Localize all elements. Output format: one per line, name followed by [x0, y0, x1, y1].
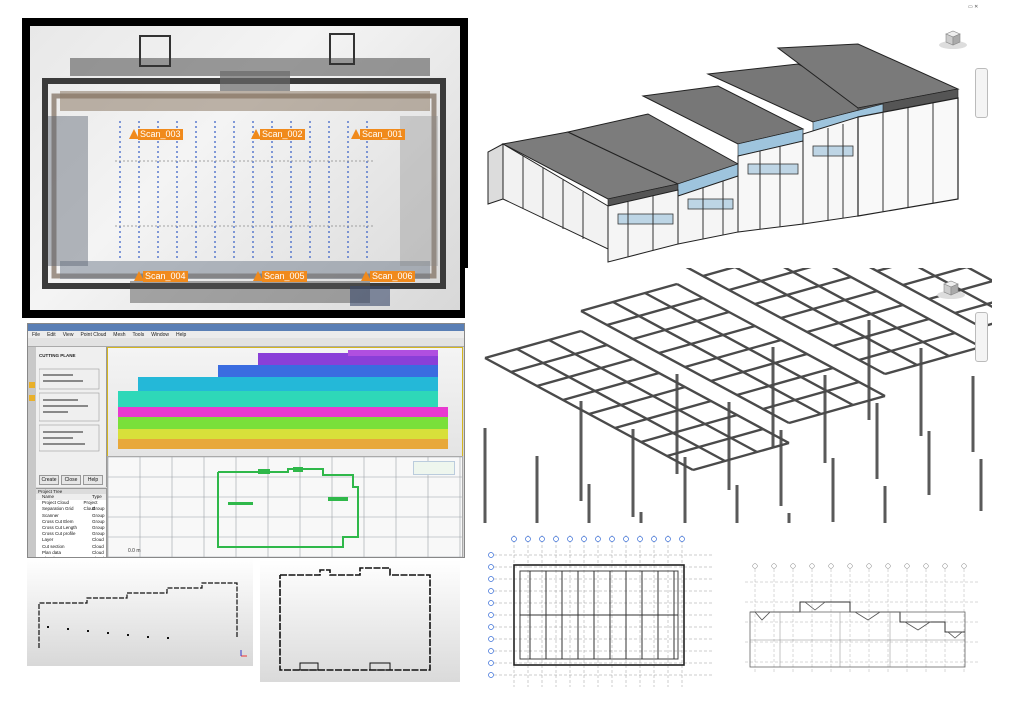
menu-help[interactable]: Help	[176, 331, 187, 338]
tree-row-type: Group	[92, 506, 105, 512]
menu-edit[interactable]: Edit	[47, 331, 56, 338]
menu-bar: File Edit View Point Cloud Mesh Tools Wi…	[28, 331, 464, 338]
help-button[interactable]: Help	[83, 475, 103, 485]
tree-row-type: Group	[92, 512, 105, 518]
outline-elevation-view	[27, 558, 253, 666]
tree-row-name: Project Cloud	[42, 500, 70, 506]
tree-row[interactable]: Separation Grid Group	[36, 506, 106, 512]
tree-row-name: Cross Cut Length	[42, 524, 78, 530]
tree-row-type: Cloud	[92, 543, 104, 549]
point-cloud-plan-view: Scan_003 Scan_002 Scan_001 Scan_004 Scan…	[30, 26, 460, 310]
tree-row-type: Cloud	[92, 537, 104, 543]
menu-window[interactable]: Window	[151, 331, 170, 338]
viewcube-icon[interactable]	[938, 28, 968, 50]
title-bar	[28, 324, 464, 331]
cutting-plane-panel: CUTTING PLANE Create Close Help	[36, 347, 107, 487]
menu-view[interactable]: View	[62, 331, 74, 338]
scan-marker-004[interactable]: Scan_004	[134, 271, 188, 282]
point-cloud-plan-drawing	[42, 33, 446, 306]
menu-file[interactable]: File	[32, 331, 41, 338]
menu-tools[interactable]: Tools	[132, 331, 145, 338]
navigation-bar-2[interactable]	[975, 312, 988, 362]
toolbar	[28, 338, 464, 347]
outline-plan-view	[260, 560, 460, 682]
tree-row[interactable]: Layer Cloud	[36, 537, 106, 543]
tree-header-name: Name	[42, 494, 55, 499]
panel-options	[39, 365, 101, 455]
tree-row-name: Cross Cut Elem	[42, 518, 74, 524]
window-controls-icon[interactable]: ▭ ✕	[968, 4, 979, 10]
plan-grid-drawing: 0.0 m	[108, 457, 462, 557]
tree-row-name: Plan data	[42, 549, 62, 555]
create-button[interactable]: Create	[39, 475, 59, 485]
tree-row-name: Cut section	[42, 543, 65, 549]
tree-row-type: Group	[92, 518, 105, 524]
section-drawing-panel	[740, 552, 992, 682]
elevation-cloud-drawing	[118, 350, 448, 449]
scale-label: 0.0 m	[128, 548, 141, 554]
menu-point-cloud[interactable]: Point Cloud	[80, 331, 107, 338]
elevation-viewport[interactable]	[107, 347, 463, 457]
tree-row-type: Group	[92, 531, 105, 537]
tree-row[interactable]: Project Cloud Project Cloud	[36, 500, 106, 512]
close-button[interactable]: Close	[61, 475, 81, 485]
section-tool-icon[interactable]	[29, 395, 35, 401]
tree-row[interactable]: Cross Cut profile Group	[36, 531, 106, 537]
viewcube-icon-2[interactable]	[936, 278, 966, 300]
panel-title: CUTTING PLANE	[39, 353, 76, 358]
cut-tool-icon[interactable]	[29, 382, 35, 388]
tree-row-name: Separation Grid	[42, 506, 74, 512]
section-drawing	[745, 563, 980, 672]
steel-frame-view	[465, 268, 992, 523]
tree-header: Name Type	[36, 494, 106, 501]
tree-row[interactable]: Scanner Group	[36, 513, 106, 519]
outline-plan-drawing	[279, 567, 431, 671]
tree-row-name: Scanner	[42, 512, 59, 518]
structural-plan-drawing	[488, 535, 714, 687]
bim-model-view: ▭ ✕	[478, 4, 992, 266]
tree-row[interactable]: Cross Cut Length Group	[36, 525, 106, 531]
navigation-bar[interactable]	[975, 68, 988, 118]
scan-marker-003[interactable]: Scan_003	[129, 129, 183, 140]
tree-row-name: Elev data	[36, 556, 92, 557]
tree-row-type: Cloud	[92, 556, 104, 557]
tree-row-type: Cloud	[92, 549, 104, 555]
steel-frame-drawing	[483, 268, 992, 523]
point-cloud-software-window: File Edit View Point Cloud Mesh Tools Wi…	[27, 323, 465, 558]
outline-elevation-drawing	[38, 582, 247, 657]
left-tool-column	[28, 347, 36, 557]
scan-marker-002[interactable]: Scan_002	[251, 129, 305, 140]
tree-row-name: Layer	[42, 537, 54, 543]
structural-plan-drawing-panel	[484, 527, 724, 697]
tree-row-type: Project Cloud	[83, 500, 98, 512]
menu-mesh[interactable]: Mesh	[113, 331, 126, 338]
tree-row[interactable]: Cut section Cloud	[36, 544, 106, 550]
plan-viewport[interactable]: 0.0 m	[107, 456, 463, 557]
tree-row-type: Group	[92, 524, 105, 530]
scan-marker-001[interactable]: Scan_001	[351, 129, 405, 140]
scan-marker-006[interactable]: Scan_006	[361, 271, 415, 282]
point-cloud-plan-panel: Scan_003 Scan_002 Scan_001 Scan_004 Scan…	[22, 18, 468, 318]
tree-header-type: Type	[92, 494, 102, 499]
tree-row-name: Cross Cut profile	[42, 531, 76, 537]
tree-title: Project Tree	[36, 489, 106, 494]
scan-marker-005[interactable]: Scan_005	[253, 271, 307, 282]
info-tooltip	[413, 461, 455, 475]
tree-row[interactable]: Cross Cut Elem Group	[36, 519, 106, 525]
building-3d-drawing	[487, 43, 960, 263]
